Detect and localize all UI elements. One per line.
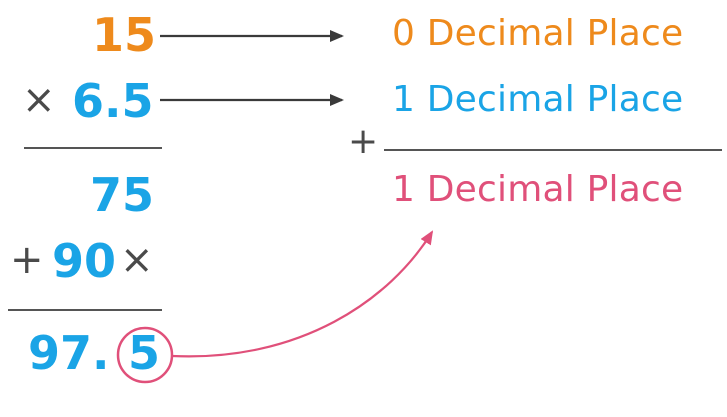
result-whole: 97. (28, 326, 110, 380)
multiplicand: 15 (92, 8, 157, 62)
multiplier: 6.5 (72, 74, 154, 128)
addition-sign: + (10, 237, 44, 283)
partial-product-1: 75 (90, 168, 155, 222)
sum-sign: + (348, 121, 379, 162)
result-decimal-label: 1 Decimal Place (392, 169, 684, 210)
partial-product-2: 90 (52, 234, 117, 288)
decimal-sum-rule (384, 149, 722, 151)
decimal-place-arrow (171, 230, 434, 358)
multiplicand-decimal-label: 0 Decimal Place (392, 13, 684, 54)
multiplier-decimal-label: 1 Decimal Place (392, 79, 684, 120)
placeholder-mark: × (120, 237, 154, 283)
multiplier-sign: × (22, 77, 56, 123)
decimal-digit-circle (116, 326, 174, 384)
addition-rule (8, 309, 162, 311)
result-decimal-digit: 5 (128, 326, 161, 380)
multiplication-rule (24, 147, 162, 149)
